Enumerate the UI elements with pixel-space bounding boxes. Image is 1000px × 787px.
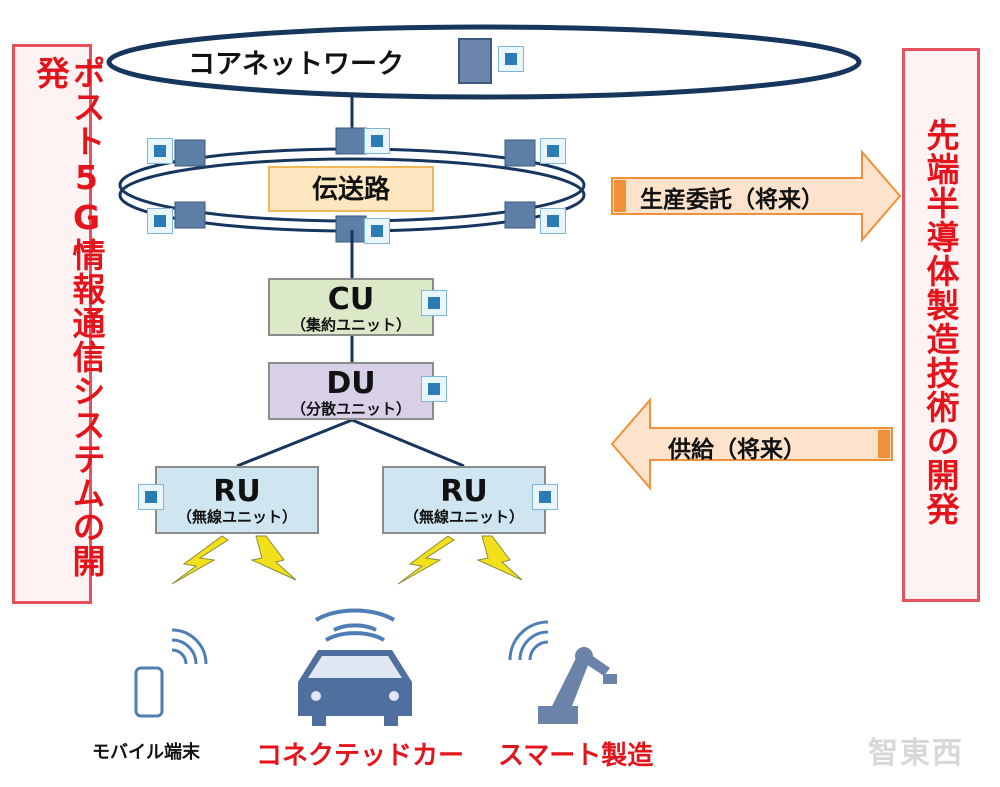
left-panel xyxy=(12,44,92,604)
cu-sublabel: （集約ユニット） xyxy=(290,316,411,334)
watermark-logo: 智東西 xyxy=(868,736,964,771)
ring-chip-icon xyxy=(147,208,173,234)
transport-label: 伝送路 xyxy=(311,175,390,205)
car-label: コネクテッドカー xyxy=(256,741,465,771)
du-label: DU xyxy=(326,366,376,401)
car-icon xyxy=(298,608,412,726)
robot-arm-icon xyxy=(508,620,617,724)
ru-left-chip-icon xyxy=(138,484,164,510)
ring-chip-icon xyxy=(147,138,173,164)
arrow-left-shape xyxy=(610,397,893,491)
du-box: DU （分散ユニット） xyxy=(268,362,434,420)
du-to-ru-right-line xyxy=(351,418,465,468)
arrow-left-label: 供給（将来） xyxy=(668,437,806,463)
ring-chip-icon xyxy=(540,138,566,164)
ru-right-sublabel: （無線ユニット） xyxy=(403,508,524,526)
cu-label: CU xyxy=(327,282,375,317)
core-server-icon xyxy=(458,38,492,84)
du-chip-icon xyxy=(421,376,447,402)
radio-wave-bolts xyxy=(171,535,523,585)
right-panel xyxy=(902,48,980,602)
right-panel-title: 先端半導体製造技術の開発 xyxy=(921,118,960,526)
factory-label: スマート製造 xyxy=(498,741,654,771)
mobile-device-icon xyxy=(134,628,208,718)
transport-box: 伝送路 xyxy=(268,166,434,212)
core-network-label: コアネットワーク xyxy=(188,49,404,80)
du-to-ru-left-line xyxy=(236,418,353,468)
ru-left-label: RU xyxy=(213,474,261,509)
ru-right-chip-icon xyxy=(532,484,558,510)
ring-chip-icon xyxy=(540,208,566,234)
ru-right-box: RU （無線ユニット） xyxy=(382,466,546,534)
ring-chip-icon xyxy=(364,218,390,244)
du-sublabel: （分散ユニット） xyxy=(290,400,411,418)
mobile-label: モバイル端末 xyxy=(92,742,200,763)
arrow-right-label: 生産委託（将来） xyxy=(640,187,824,213)
core-chip-icon xyxy=(498,46,524,72)
ring-chip-icon xyxy=(364,128,390,154)
ru-right-label: RU xyxy=(440,474,488,509)
ring-server-icons xyxy=(174,127,536,243)
ru-left-box: RU （無線ユニット） xyxy=(155,466,319,534)
cu-chip-icon xyxy=(421,290,447,316)
cu-box: CU （集約ユニット） xyxy=(268,278,434,336)
ru-left-sublabel: （無線ユニット） xyxy=(176,508,297,526)
arrow-right-shape xyxy=(611,149,902,243)
left-panel-title: ポスト5G情報通信システムの開発 xyxy=(31,56,106,578)
